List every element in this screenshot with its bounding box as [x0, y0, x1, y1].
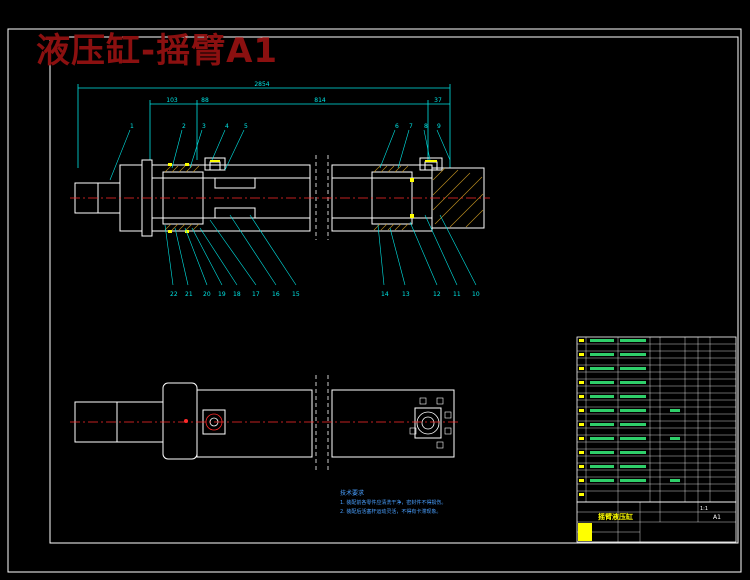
balloon-14: 14	[381, 291, 389, 298]
pin-bolt-pattern	[409, 397, 452, 449]
technical-notes: 技术要求 1. 装配前各零件应清洗干净，密封件不得损伤。 2. 装配后活塞杆运动…	[340, 489, 446, 515]
balloons-top: 1 2 3 4 5 6 7 8 9	[130, 123, 441, 130]
outer-border	[7, 28, 742, 573]
inner-border	[49, 36, 739, 544]
overall-dimension-line	[77, 84, 451, 168]
balloon-9: 9	[437, 123, 441, 130]
pin-hole-outer	[416, 411, 440, 435]
balloon-10: 10	[472, 291, 480, 298]
notes-line-1: 1. 装配前各零件应清洗干净，密封件不得损伤。	[340, 499, 446, 506]
exterior-outline	[74, 382, 455, 460]
parts-list-grid	[577, 337, 736, 502]
balloon-21: 21	[185, 291, 193, 298]
balloon-18: 18	[233, 291, 241, 298]
section-view: 2854 814 103 88 37	[70, 81, 490, 470]
dim-left-offset: 103	[166, 97, 178, 104]
revision-marker	[578, 523, 592, 541]
balloon-17: 17	[252, 291, 260, 298]
seals-right	[410, 160, 437, 218]
dim-stroke: 814	[314, 97, 326, 104]
balloon-15: 15	[292, 291, 300, 298]
seals-left	[168, 160, 220, 233]
notes-heading: 技术要求	[340, 489, 364, 497]
break-lines	[315, 155, 329, 470]
balloon-22: 22	[170, 291, 178, 298]
dim-inner-left: 88	[201, 97, 209, 104]
balloons-bottom: 22 21 20 19 18 17 16 15 14 13 12 11 10	[170, 291, 480, 298]
parts-list-table	[576, 336, 737, 503]
cylinder-body-right	[331, 157, 485, 232]
balloon-11: 11	[453, 291, 461, 298]
balloon-8: 8	[424, 123, 428, 130]
dim-overall-length: 2854	[254, 81, 269, 88]
balloon-16: 16	[272, 291, 280, 298]
leader-lines	[109, 129, 477, 286]
balloon-13: 13	[402, 291, 410, 298]
title-block-scale: 1:1	[700, 506, 708, 512]
balloon-4: 4	[225, 123, 229, 130]
title-block-grid	[577, 502, 736, 542]
parts-list-markers	[579, 339, 584, 496]
hatch-left	[164, 165, 200, 231]
dim-right-offset: 37	[434, 97, 442, 104]
exterior-view	[70, 382, 460, 460]
parts-list-entries	[590, 339, 680, 482]
balloon-1: 1	[130, 123, 134, 130]
balloon-3: 3	[202, 123, 206, 130]
balloon-20: 20	[203, 291, 211, 298]
title-block: 摇臂液压缸 A1 1:1	[576, 501, 737, 543]
pin-hole-inner	[421, 416, 435, 430]
cylinder-body-left	[151, 157, 311, 232]
balloon-5: 5	[244, 123, 248, 130]
notes-line-2: 2. 装配后活塞杆运动灵活，不得有卡滞现象。	[340, 508, 441, 515]
hatch-right	[373, 165, 484, 231]
balloon-19: 19	[218, 291, 226, 298]
title-block-sheet: A1	[713, 514, 721, 521]
balloon-6: 6	[395, 123, 399, 130]
balloon-12: 12	[433, 291, 441, 298]
balloon-7: 7	[409, 123, 413, 130]
title-block-name: 摇臂液压缸	[598, 512, 633, 521]
drawing-title: 液压缸-摇臂A1	[36, 31, 279, 71]
balloon-2: 2	[182, 123, 186, 130]
